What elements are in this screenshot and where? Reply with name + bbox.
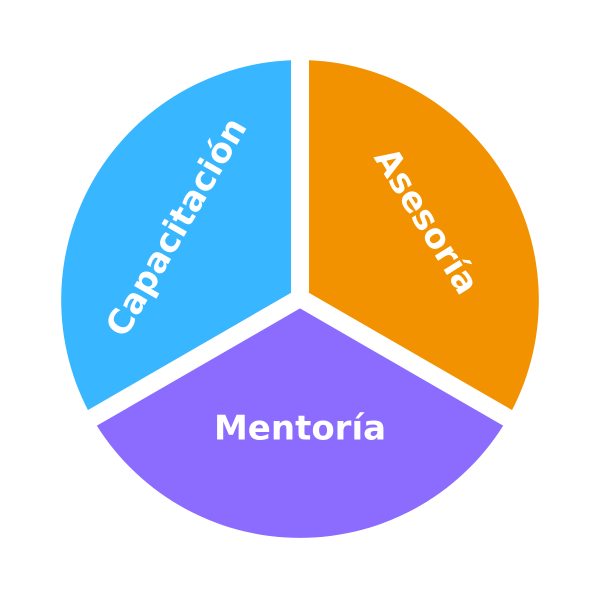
segment-mentoria	[92, 298, 508, 538]
separator-left	[78, 290, 305, 431]
label-mentoria: Mentoría	[214, 409, 386, 449]
segment-separators	[78, 50, 522, 431]
separator-right	[295, 290, 522, 431]
